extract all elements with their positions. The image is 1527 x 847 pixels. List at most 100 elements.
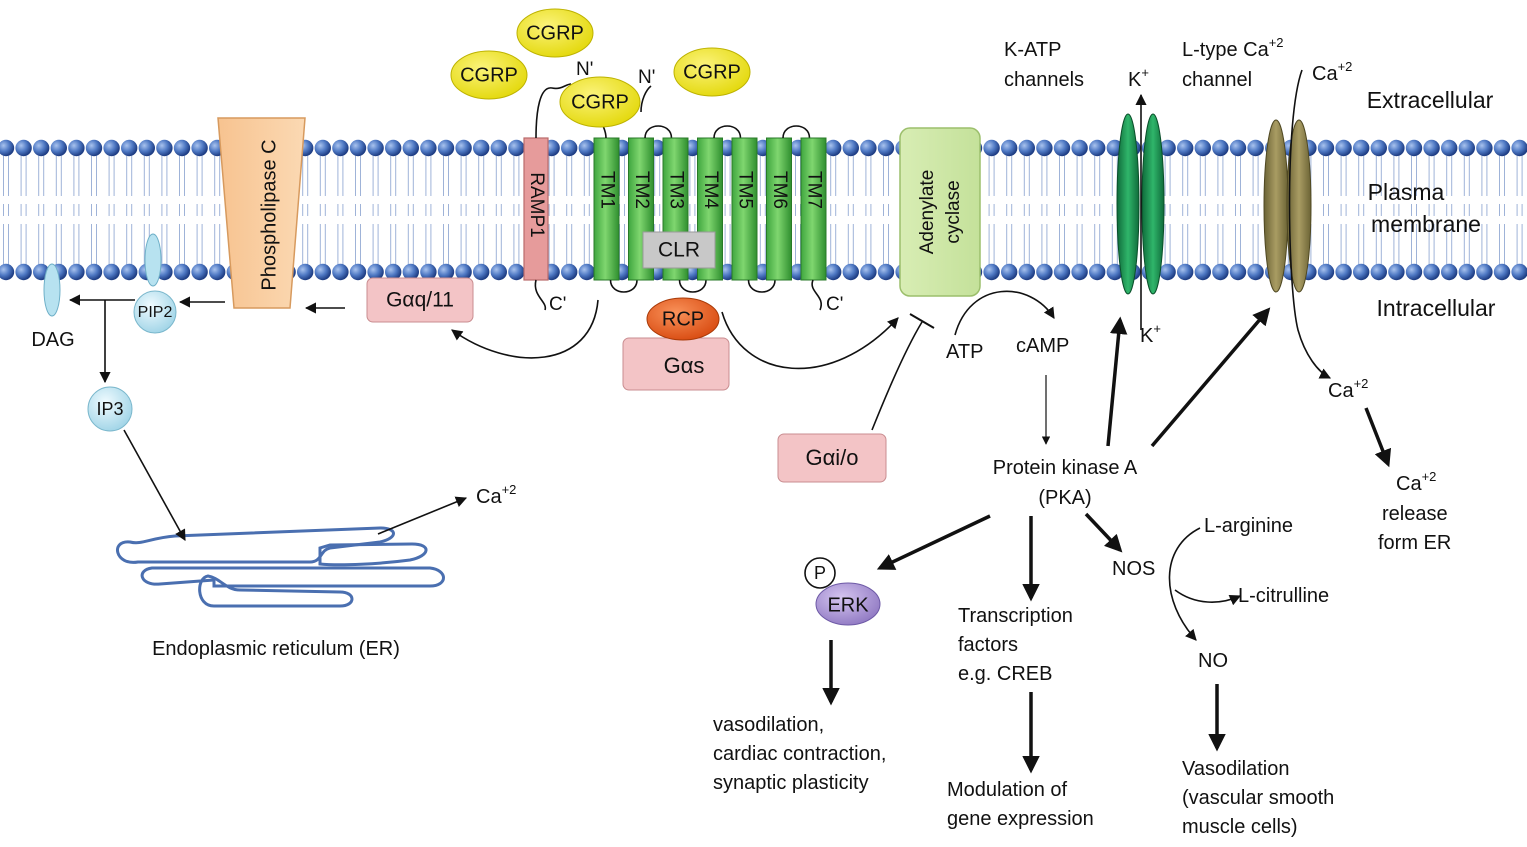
lipid-head — [1335, 139, 1352, 157]
lipid-head — [314, 263, 331, 281]
cgrp-label: CGRP — [571, 91, 629, 113]
tm-helix-label: TM7 — [803, 171, 824, 209]
lipid-head — [508, 263, 525, 281]
tm-helix-5 — [731, 137, 758, 281]
clr-box — [642, 231, 716, 269]
l-type-ca-channel — [1263, 119, 1312, 293]
pip2-label: PIP2 — [138, 304, 173, 321]
er-label: Endoplasmic reticulum (ER) — [152, 638, 400, 660]
arrow-ip3-to-er — [123, 429, 186, 541]
gaq11-box — [366, 277, 474, 323]
k-top-label: K+ — [1128, 65, 1149, 91]
no-label: NO — [1198, 650, 1228, 672]
lipid-head — [860, 263, 877, 281]
rcp-label: RCP — [662, 308, 704, 330]
arrow-ca-influx — [1288, 69, 1332, 379]
tf-out-line1: Modulation of — [947, 779, 1068, 801]
ramp1-c-terminus — [534, 279, 547, 311]
erk-protein — [815, 582, 881, 626]
lipid-head — [1388, 139, 1405, 157]
erk-out-line2: cardiac contraction, — [713, 743, 886, 765]
citrulline-label: L-citrulline — [1238, 585, 1329, 607]
lipid-head — [68, 263, 85, 281]
lipid-head — [85, 263, 103, 281]
lipid-head — [420, 263, 437, 281]
lipid-head — [983, 139, 1000, 157]
lipid-head — [332, 139, 349, 157]
tf-line2: factors — [958, 634, 1018, 656]
cgrp-ligand-3: CGRP — [673, 47, 751, 97]
ltype-line2: channel — [1182, 69, 1252, 91]
lipid-head — [1441, 139, 1458, 157]
arrow-gas-to-ac — [721, 311, 899, 370]
nos-out-line2: (vascular smooth — [1182, 787, 1334, 809]
tm-loop — [644, 125, 673, 139]
arrow-er-to-ca — [377, 496, 468, 535]
lipid-head — [1018, 139, 1035, 157]
lipid-head — [1353, 139, 1370, 157]
lipid-head — [983, 263, 1000, 281]
lipid-head — [1053, 139, 1071, 157]
tf-line3: e.g. CREB — [958, 663, 1052, 685]
lipid-head — [1106, 263, 1124, 281]
lipid-head — [1493, 263, 1511, 281]
lipid-head — [349, 139, 367, 157]
tm-helix-7 — [800, 137, 827, 281]
lipid-head — [490, 139, 507, 157]
lipid-head — [825, 263, 842, 281]
lipid-head — [50, 139, 67, 157]
cgrp-ligand-2: CGRP — [516, 8, 594, 58]
dag-label: DAG — [31, 329, 74, 351]
lipid-head — [385, 263, 402, 281]
lipid-head — [209, 263, 226, 281]
ip3-label: IP3 — [96, 399, 123, 419]
k-bottom-label: K+ — [1140, 321, 1161, 347]
arrow-to-citrulline — [1174, 589, 1242, 606]
ramp1-n-prime-label: N' — [576, 59, 593, 80]
ca-release-line3: form ER — [1378, 532, 1451, 554]
lipid-head — [0, 263, 15, 281]
lipid-head — [860, 139, 877, 157]
lipid-head — [473, 263, 490, 281]
tm-helix-label: TM5 — [734, 171, 755, 209]
lipid-head — [455, 139, 472, 157]
ca-top-label: Ca+2 — [1312, 59, 1352, 85]
tm-helix-label: TM6 — [769, 171, 790, 209]
extracellular-label: Extracellular — [1367, 87, 1494, 113]
pip2-node — [133, 290, 177, 334]
lipid-head — [561, 139, 578, 157]
tm-helix-label: TM2 — [631, 171, 652, 209]
ip3-node — [87, 386, 133, 432]
lipid-head — [1177, 139, 1194, 157]
lipid-head — [1476, 263, 1493, 281]
ramp1-label: RAMP1 — [526, 172, 547, 237]
er-ca-label: Ca+2 — [476, 482, 516, 508]
ramp1-n-terminus — [535, 83, 572, 139]
nos-label: NOS — [1112, 558, 1155, 580]
clr-label: CLR — [658, 239, 700, 262]
lipid-head — [877, 263, 895, 281]
tm-helix-label: TM1 — [596, 171, 617, 209]
lipid-head — [1071, 263, 1088, 281]
lipid-head — [1441, 263, 1458, 281]
ltype-line1: L-type Ca+2 — [1182, 35, 1284, 61]
phospholipase-c: Phospholipase C — [217, 117, 306, 309]
lipid-head — [1317, 139, 1335, 157]
lipid-head — [1247, 139, 1264, 157]
gaq11-label: Gαq/11 — [386, 289, 454, 312]
lipid-head — [15, 139, 32, 157]
pip2-anchor-right — [144, 233, 162, 287]
gas-label: Gαs — [664, 353, 705, 378]
adenylate-line1: Adenylate — [917, 170, 938, 255]
katp-line2: channels — [1004, 69, 1084, 91]
tf-line1: Transcription — [958, 605, 1073, 627]
lipid-head — [1511, 263, 1527, 281]
intracellular-label: Intracellular — [1377, 295, 1496, 321]
lipid-head — [1018, 263, 1035, 281]
lipid-head — [1159, 263, 1176, 281]
lipid-head — [349, 263, 367, 281]
lipid-head — [1089, 139, 1106, 157]
phospholipase-c-label: Phospholipase C — [258, 139, 280, 290]
tf-out-line2: gene expression — [947, 808, 1094, 830]
lipid-head — [191, 139, 208, 157]
